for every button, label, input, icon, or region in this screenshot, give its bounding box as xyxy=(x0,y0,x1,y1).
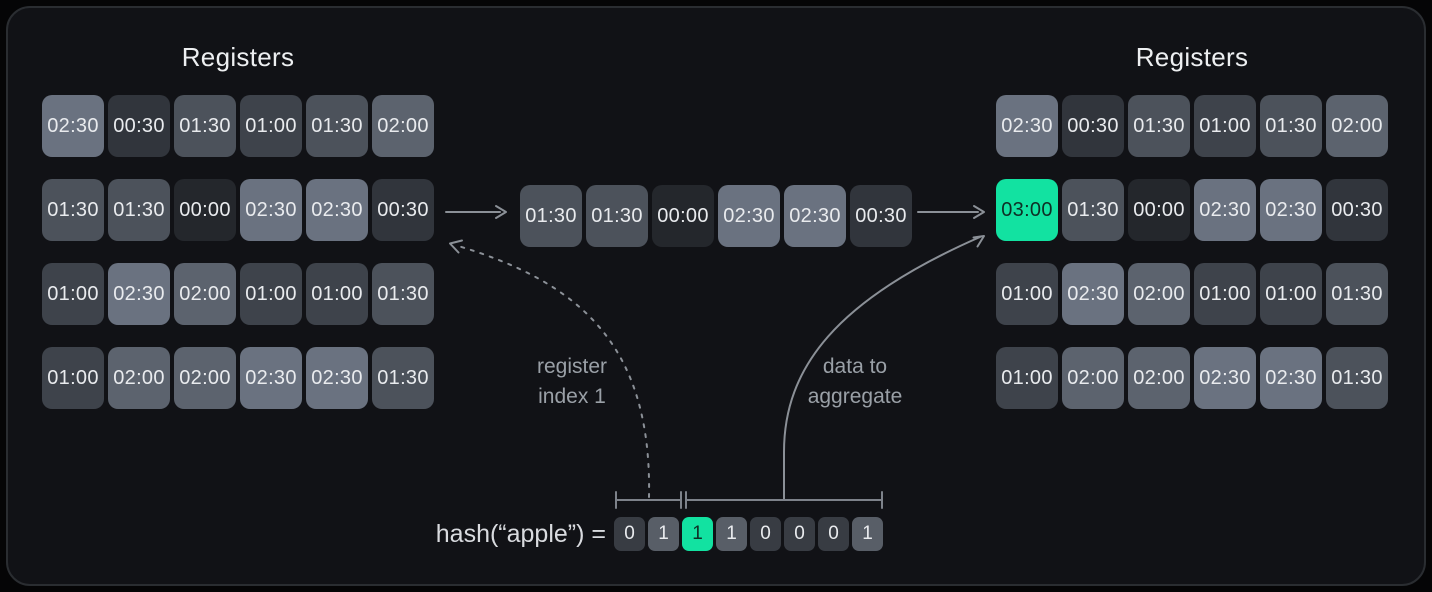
hash-expression-label: hash(“apple”) = xyxy=(435,520,606,548)
register-cell: 02:30 xyxy=(108,263,170,325)
hash-bit: 0 xyxy=(614,517,645,551)
register-cell: 01:30 xyxy=(306,95,368,157)
hash-bit: 0 xyxy=(750,517,781,551)
left-registers-title: Registers xyxy=(181,42,295,72)
register-cell: 01:00 xyxy=(996,347,1058,409)
register-cell: 01:30 xyxy=(1260,95,1322,157)
register-cell: 02:30 xyxy=(240,179,302,241)
register-cell: 02:00 xyxy=(372,95,434,157)
register-cell: 02:30 xyxy=(240,347,302,409)
register-cell: 02:30 xyxy=(306,347,368,409)
incoming-register-cell: 01:30 xyxy=(520,185,582,247)
register-cell: 01:30 xyxy=(108,179,170,241)
register-cell: 02:00 xyxy=(1128,347,1190,409)
register-cell: 01:30 xyxy=(372,347,434,409)
highlighted-register-cell: 03:00 xyxy=(996,179,1058,241)
hash-bit: 1 xyxy=(852,517,883,551)
register-cell: 01:00 xyxy=(42,263,104,325)
register-cell: 02:00 xyxy=(1326,95,1388,157)
register-cell: 00:30 xyxy=(372,179,434,241)
register-cell: 01:30 xyxy=(1326,263,1388,325)
register-cell: 01:30 xyxy=(372,263,434,325)
register-cell: 01:00 xyxy=(306,263,368,325)
incoming-register-cell: 01:30 xyxy=(586,185,648,247)
register-cell: 02:00 xyxy=(174,263,236,325)
register-cell: 02:00 xyxy=(108,347,170,409)
hash-bit: 1 xyxy=(716,517,747,551)
highlighted-hash-bit: 1 xyxy=(682,517,713,551)
register-cell: 02:00 xyxy=(1128,263,1190,325)
register-cell: 02:30 xyxy=(1194,347,1256,409)
hash-bit: 1 xyxy=(648,517,679,551)
hash-bit: 0 xyxy=(784,517,815,551)
register-cell: 01:30 xyxy=(174,95,236,157)
register-cell: 02:30 xyxy=(1062,263,1124,325)
register-index-label-line1: register xyxy=(536,355,608,378)
register-cell: 00:30 xyxy=(1326,179,1388,241)
register-cell: 00:30 xyxy=(108,95,170,157)
register-index-label: register index 1 xyxy=(482,352,662,412)
register-cell: 01:00 xyxy=(1194,263,1256,325)
register-cell: 00:30 xyxy=(1062,95,1124,157)
register-cell: 02:30 xyxy=(1260,347,1322,409)
hash-bit: 0 xyxy=(818,517,849,551)
register-cell: 01:00 xyxy=(1194,95,1256,157)
register-cell: 02:00 xyxy=(174,347,236,409)
register-cell: 02:30 xyxy=(996,95,1058,157)
register-cell: 00:00 xyxy=(174,179,236,241)
data-to-aggregate-label-line1: data to xyxy=(822,355,888,378)
register-cell: 00:00 xyxy=(1128,179,1190,241)
register-cell: 01:30 xyxy=(1128,95,1190,157)
register-cell: 01:00 xyxy=(240,263,302,325)
register-cell: 01:00 xyxy=(240,95,302,157)
right-registers-title: Registers xyxy=(1135,42,1249,72)
data-to-aggregate-label: data to aggregate xyxy=(765,352,945,412)
incoming-register-cell: 00:00 xyxy=(652,185,714,247)
register-cell: 02:00 xyxy=(1062,347,1124,409)
register-cell: 02:30 xyxy=(1260,179,1322,241)
register-cell: 01:30 xyxy=(1062,179,1124,241)
incoming-register-cell: 02:30 xyxy=(718,185,780,247)
register-index-label-line2: index 1 xyxy=(538,385,606,408)
register-cell: 02:30 xyxy=(306,179,368,241)
register-cell: 01:00 xyxy=(42,347,104,409)
incoming-register-cell: 00:30 xyxy=(850,185,912,247)
register-cell: 02:30 xyxy=(42,95,104,157)
register-cell: 01:00 xyxy=(996,263,1058,325)
data-to-aggregate-label-line2: aggregate xyxy=(807,385,903,408)
register-cell: 02:30 xyxy=(1194,179,1256,241)
register-cell: 01:30 xyxy=(1326,347,1388,409)
register-cell: 01:30 xyxy=(42,179,104,241)
incoming-register-cell: 02:30 xyxy=(784,185,846,247)
register-cell: 01:00 xyxy=(1260,263,1322,325)
